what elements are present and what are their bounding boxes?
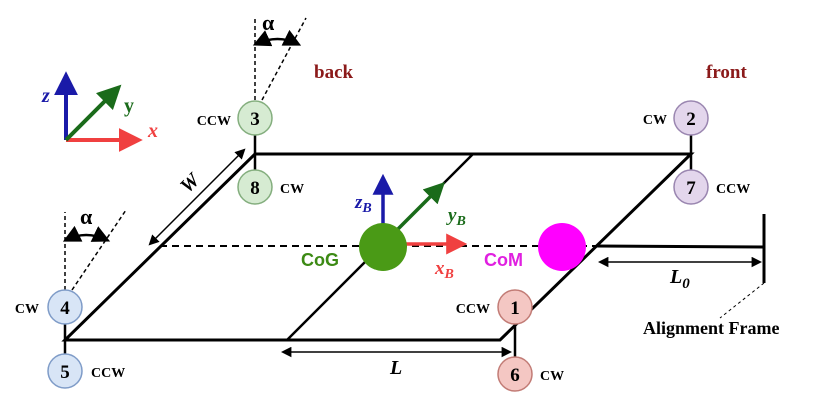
alpha-label-back: α bbox=[262, 10, 275, 35]
rotor-4-number: 4 bbox=[60, 298, 70, 319]
rotor-7: 7 CCW bbox=[673, 169, 750, 205]
frame-outline bbox=[61, 152, 695, 342]
rotor-1-number: 1 bbox=[510, 298, 520, 319]
rotor-2: 2 CW bbox=[643, 100, 709, 136]
rotor-8: 8 CW bbox=[237, 169, 304, 205]
alignment-arm bbox=[595, 244, 765, 249]
rotor-2-number: 2 bbox=[686, 109, 696, 130]
alignment-frame-leader bbox=[719, 282, 765, 319]
rotor-3: 3 CCW bbox=[197, 100, 273, 136]
back-label: back bbox=[314, 62, 354, 83]
dimension-L: L bbox=[280, 346, 513, 379]
rotor-1: 1 CCW bbox=[456, 289, 533, 325]
dimension-W: W bbox=[148, 148, 246, 246]
com-marker bbox=[538, 223, 586, 271]
dimension-L-label: L bbox=[389, 357, 402, 379]
rotor-4-direction: CW bbox=[15, 302, 39, 317]
rotor-7-direction: CCW bbox=[716, 182, 750, 197]
rotor-5-direction: CCW bbox=[91, 366, 125, 381]
world-y-axis bbox=[64, 84, 122, 142]
rotor-1-direction: CCW bbox=[456, 302, 490, 317]
cog-marker bbox=[359, 223, 407, 271]
com-label: CoM bbox=[484, 250, 523, 270]
rotor-6: 6 CW bbox=[497, 356, 564, 392]
rotor-5-number: 5 bbox=[60, 362, 70, 383]
world-x-label: x bbox=[147, 120, 158, 142]
dimension-L0: L0 bbox=[597, 256, 763, 292]
rotor-6-number: 6 bbox=[510, 365, 520, 386]
rotor-8-number: 8 bbox=[250, 178, 260, 199]
platform-frame bbox=[61, 152, 766, 342]
rotor-2-direction: CW bbox=[643, 113, 667, 128]
body-x-label: xB bbox=[434, 258, 454, 282]
body-y-label: yB bbox=[446, 205, 466, 229]
body-z-label: zB bbox=[354, 192, 372, 216]
rotor-7-number: 7 bbox=[686, 178, 696, 199]
rotor-4: 4 CW bbox=[15, 289, 83, 325]
world-z-label: z bbox=[41, 85, 50, 107]
rotor-6-direction: CW bbox=[540, 369, 564, 384]
rotor-8-direction: CW bbox=[280, 182, 304, 197]
alpha-label-left: α bbox=[80, 204, 93, 229]
alpha-indicator-left: α bbox=[62, 204, 127, 291]
rotor-5: 5 CCW bbox=[47, 353, 125, 389]
front-label: front bbox=[706, 62, 747, 83]
world-y-label: y bbox=[124, 95, 134, 117]
alignment-frame-label: Alignment Frame bbox=[643, 318, 779, 338]
cog-label: CoG bbox=[301, 250, 339, 270]
world-axes: z x y bbox=[41, 71, 158, 152]
rotor-3-direction: CCW bbox=[197, 114, 231, 129]
alpha-indicator-back: α bbox=[252, 10, 307, 101]
rotor-3-number: 3 bbox=[250, 109, 260, 130]
dimension-L0-label: L0 bbox=[669, 266, 690, 292]
